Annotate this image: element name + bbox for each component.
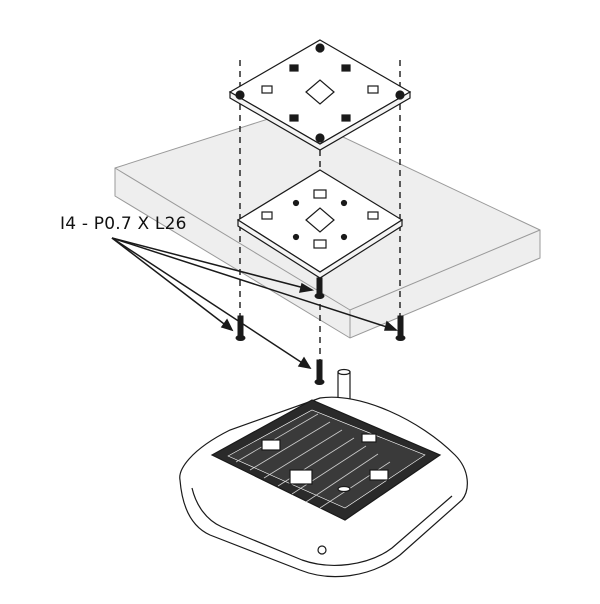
- mounting-bracket-bottom: [236, 169, 404, 279]
- screw-spec-label: I4 - P0.7 X L26: [60, 214, 187, 234]
- screw-right: [395, 315, 406, 341]
- mounting-bracket-top: [228, 39, 412, 151]
- screw-center-lower: [314, 359, 325, 385]
- callout-arrows: [111, 237, 398, 370]
- screws: [235, 277, 406, 385]
- screw-center-upper: [314, 277, 325, 299]
- screw-left: [235, 315, 246, 341]
- access-point: [179, 396, 468, 578]
